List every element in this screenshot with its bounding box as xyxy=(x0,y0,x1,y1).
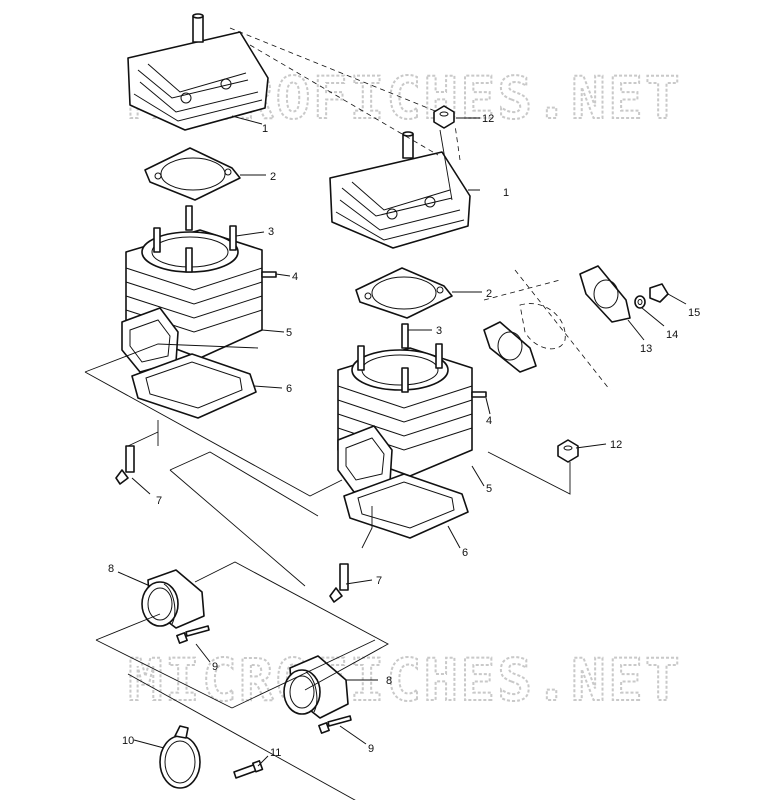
flange-screw-upper xyxy=(176,625,210,644)
cylinder-head-right xyxy=(329,131,471,249)
callout-14: 14 xyxy=(666,329,678,341)
callout-8-lower: 8 xyxy=(386,675,392,687)
intake-flange-upper xyxy=(141,569,205,629)
callout-5-left: 5 xyxy=(286,327,292,339)
base-gasket-right xyxy=(343,473,469,539)
callout-6-left: 6 xyxy=(286,383,292,395)
exhaust-gasket-far xyxy=(579,265,631,323)
callout-12-top: 12 xyxy=(482,113,494,125)
callout-4-left: 4 xyxy=(292,271,298,283)
cylinder-right xyxy=(337,323,487,493)
base-gasket-left xyxy=(131,353,257,419)
flange-screw-lower xyxy=(318,715,352,734)
callout-7-left: 7 xyxy=(156,495,162,507)
callout-10: 10 xyxy=(122,735,134,747)
callout-2-right: 2 xyxy=(486,288,492,300)
exhaust-nut xyxy=(649,283,669,303)
callout-8-upper: 8 xyxy=(108,563,114,575)
pulse-fitting-left xyxy=(115,445,135,485)
watermark-bottom: MICROFICHES.NET xyxy=(128,646,682,714)
callout-3-right: 3 xyxy=(436,325,442,337)
pulse-fitting-right xyxy=(329,563,349,603)
washer xyxy=(634,295,646,309)
cylinder-head-left xyxy=(127,13,269,131)
callout-15: 15 xyxy=(688,307,700,319)
callout-1-right: 1 xyxy=(503,187,509,199)
exhaust-gasket-near xyxy=(483,321,537,373)
cylinder-left xyxy=(121,205,277,373)
callout-12-right: 12 xyxy=(610,439,622,451)
callout-3-left: 3 xyxy=(268,226,274,238)
head-nut-right xyxy=(557,439,579,463)
intake-flange-lower xyxy=(283,655,349,719)
clamp-screw xyxy=(233,760,264,779)
callout-9-upper: 9 xyxy=(212,661,218,673)
callout-13: 13 xyxy=(640,343,652,355)
head-gasket-left xyxy=(144,147,241,201)
callout-7-right: 7 xyxy=(376,575,382,587)
callout-2-left: 2 xyxy=(270,171,276,183)
head-nut-top xyxy=(433,105,455,129)
head-gasket-right xyxy=(355,267,453,319)
hose-clamp xyxy=(159,725,201,789)
callout-1-left: 1 xyxy=(262,123,268,135)
callout-4-right: 4 xyxy=(486,415,492,427)
callout-9-lower: 9 xyxy=(368,743,374,755)
callout-5-right: 5 xyxy=(486,483,492,495)
callout-11: 11 xyxy=(270,747,281,759)
callout-6-right: 6 xyxy=(462,547,468,559)
